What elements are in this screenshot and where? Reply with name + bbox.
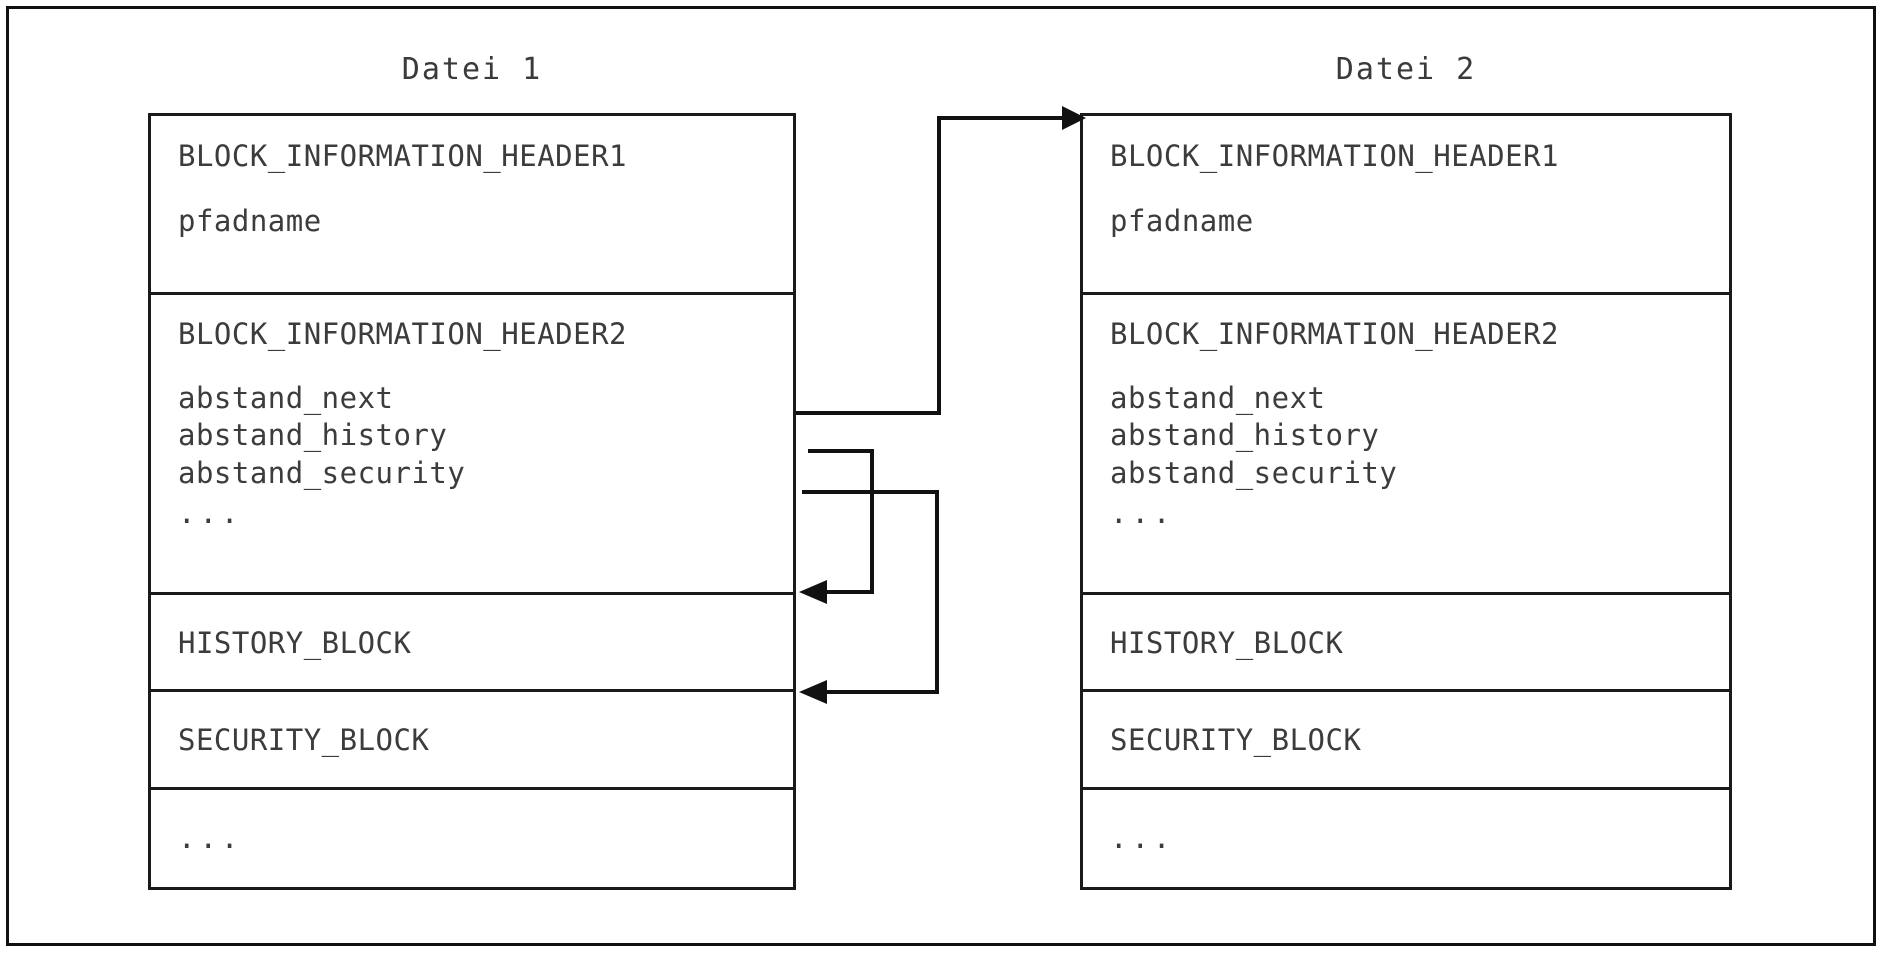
section-datei-1-history-block: HISTORY_BLOCK	[151, 595, 793, 692]
row-history-block: HISTORY_BLOCK	[1110, 626, 1344, 660]
row-pfadname: pfadname	[178, 204, 322, 238]
row-abstand-history: abstand_history	[178, 418, 448, 452]
row-ellipsis-more: ...	[178, 821, 243, 855]
row-abstand-next: abstand_next	[178, 381, 394, 415]
row-pfadname: pfadname	[1110, 204, 1254, 238]
section-datei-2-more: ...	[1083, 790, 1729, 887]
diagram-outer-frame	[6, 6, 1876, 946]
row-security-block: SECURITY_BLOCK	[1110, 723, 1362, 757]
row-block-information-header2: BLOCK_INFORMATION_HEADER2	[1110, 317, 1559, 351]
section-datei-2-header1: BLOCK_INFORMATION_HEADER1 pfadname	[1083, 116, 1729, 295]
row-abstand-history: abstand_history	[1110, 418, 1380, 452]
row-block-information-header1: BLOCK_INFORMATION_HEADER1	[1110, 139, 1559, 173]
section-datei-2-history-block: HISTORY_BLOCK	[1083, 595, 1729, 692]
file-title-datei-2: Datei 2	[1335, 52, 1477, 87]
row-security-block: SECURITY_BLOCK	[178, 723, 430, 757]
row-block-information-header2: BLOCK_INFORMATION_HEADER2	[178, 317, 627, 351]
file-box-datei-1: BLOCK_INFORMATION_HEADER1 pfadname BLOCK…	[148, 113, 796, 890]
row-ellipsis-header2: ...	[1110, 496, 1175, 530]
section-datei-1-header1: BLOCK_INFORMATION_HEADER1 pfadname	[151, 116, 793, 295]
section-datei-1-header2: BLOCK_INFORMATION_HEADER2 abstand_next a…	[151, 295, 793, 595]
row-ellipsis-more: ...	[1110, 821, 1175, 855]
row-block-information-header1: BLOCK_INFORMATION_HEADER1	[178, 139, 627, 173]
row-ellipsis-header2: ...	[178, 496, 243, 530]
row-abstand-security: abstand_security	[1110, 456, 1398, 490]
row-abstand-security: abstand_security	[178, 456, 466, 490]
section-datei-1-security-block: SECURITY_BLOCK	[151, 692, 793, 790]
section-datei-2-header2: BLOCK_INFORMATION_HEADER2 abstand_next a…	[1083, 295, 1729, 595]
section-datei-1-more: ...	[151, 790, 793, 887]
file-box-datei-2: BLOCK_INFORMATION_HEADER1 pfadname BLOCK…	[1080, 113, 1732, 890]
section-datei-2-security-block: SECURITY_BLOCK	[1083, 692, 1729, 790]
row-history-block: HISTORY_BLOCK	[178, 626, 412, 660]
file-title-datei-1: Datei 1	[401, 52, 543, 87]
row-abstand-next: abstand_next	[1110, 381, 1326, 415]
